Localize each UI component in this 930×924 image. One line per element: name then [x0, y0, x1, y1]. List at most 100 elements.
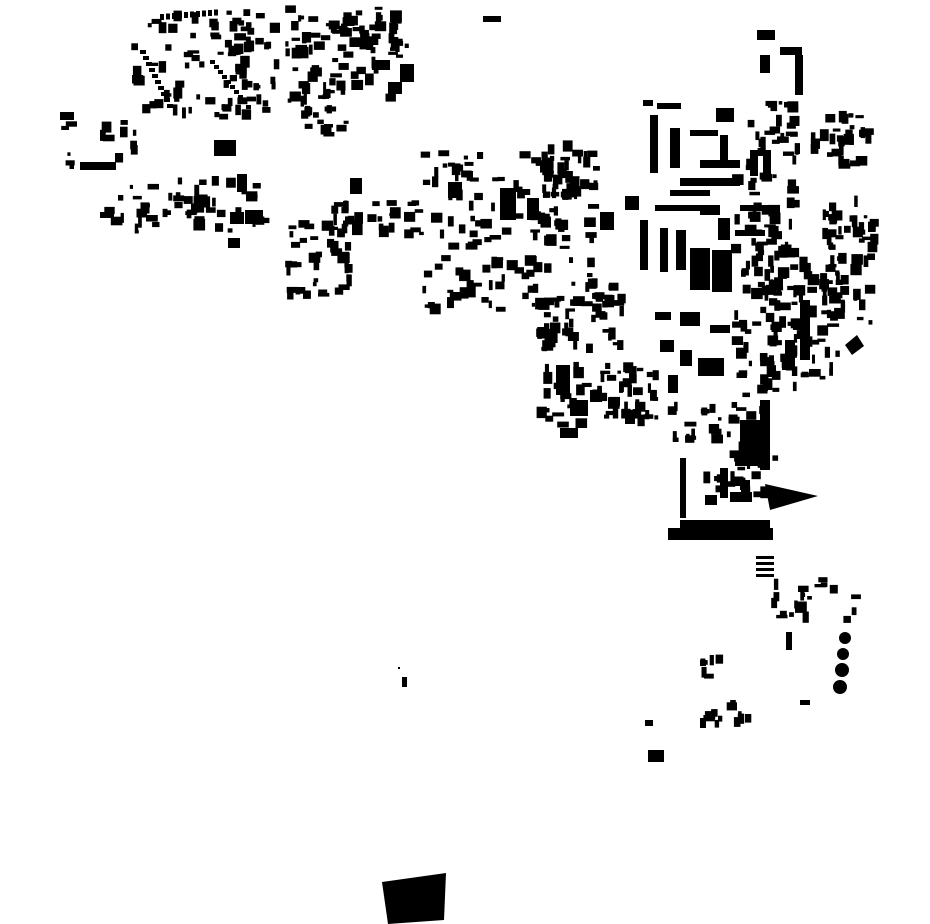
building	[583, 151, 588, 159]
building	[303, 93, 307, 105]
building	[650, 389, 657, 401]
building	[766, 365, 776, 377]
building	[773, 578, 779, 590]
storage-tank	[835, 663, 849, 677]
building	[855, 115, 864, 119]
building	[560, 393, 572, 400]
building	[103, 134, 115, 142]
building	[835, 235, 844, 240]
building	[577, 153, 582, 164]
building	[434, 263, 443, 270]
building	[761, 208, 770, 215]
building	[680, 458, 686, 518]
building	[643, 414, 654, 419]
building	[346, 274, 352, 282]
building	[349, 37, 361, 47]
building	[715, 485, 724, 493]
building	[301, 83, 311, 95]
building	[646, 371, 653, 378]
building	[835, 350, 840, 357]
building	[533, 262, 543, 273]
building	[211, 34, 222, 40]
building	[493, 257, 504, 261]
building	[604, 414, 610, 419]
building	[271, 81, 276, 90]
building	[827, 152, 833, 157]
building	[709, 403, 716, 413]
building	[734, 453, 746, 462]
building	[132, 129, 137, 136]
building	[255, 216, 265, 225]
building	[298, 15, 305, 20]
building	[175, 80, 185, 88]
building	[778, 101, 783, 105]
building	[341, 23, 345, 32]
building	[210, 60, 215, 64]
building	[320, 35, 331, 41]
building	[585, 282, 590, 292]
building	[780, 353, 787, 361]
building	[530, 229, 540, 233]
building	[829, 368, 833, 376]
building	[617, 293, 626, 304]
building	[612, 342, 623, 346]
building	[793, 286, 803, 291]
building	[480, 218, 492, 229]
building	[332, 58, 339, 63]
building	[370, 47, 376, 54]
building	[587, 150, 598, 157]
building	[474, 192, 483, 201]
building	[369, 24, 380, 31]
building	[245, 36, 251, 48]
building	[868, 320, 873, 325]
building	[331, 248, 343, 256]
building	[817, 338, 826, 342]
building	[550, 170, 554, 174]
building	[514, 186, 523, 192]
building	[134, 230, 139, 234]
building	[569, 257, 573, 263]
building	[754, 266, 763, 277]
building	[371, 56, 376, 69]
building	[165, 44, 172, 51]
building	[720, 468, 728, 498]
building	[160, 14, 164, 20]
building	[782, 365, 787, 370]
building	[786, 197, 795, 209]
building	[338, 284, 350, 290]
building	[404, 229, 414, 239]
building	[531, 255, 537, 264]
building	[789, 612, 794, 617]
building	[524, 255, 536, 266]
building	[410, 227, 421, 233]
building	[760, 400, 770, 470]
building	[104, 206, 115, 215]
building	[710, 325, 730, 333]
building	[849, 215, 857, 222]
building	[468, 200, 474, 211]
building	[759, 406, 766, 414]
building	[730, 700, 736, 705]
building	[501, 227, 512, 235]
building	[350, 178, 362, 194]
building	[194, 184, 200, 197]
building	[560, 428, 578, 438]
building	[799, 322, 809, 330]
building-rotated	[845, 335, 864, 355]
building	[355, 10, 363, 16]
building	[566, 308, 575, 312]
building	[458, 224, 466, 234]
building	[553, 206, 558, 216]
building	[825, 229, 837, 238]
building	[772, 174, 777, 179]
building	[318, 289, 328, 294]
building	[851, 607, 857, 616]
building	[351, 79, 364, 90]
building	[148, 62, 159, 66]
building	[744, 329, 752, 334]
building	[522, 292, 529, 300]
building	[214, 112, 220, 118]
building	[129, 184, 133, 189]
building	[777, 267, 790, 278]
building	[334, 287, 344, 295]
